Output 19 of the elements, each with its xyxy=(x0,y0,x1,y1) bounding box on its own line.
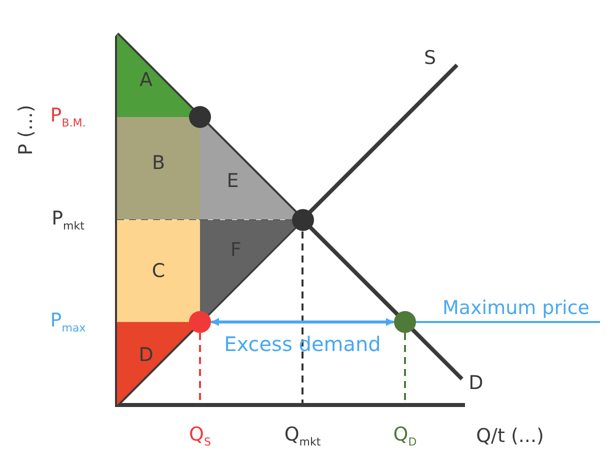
quantity-label: Q$_{S}$ xyxy=(189,424,211,448)
area-letter: E xyxy=(226,170,239,192)
axis-title: P (...) xyxy=(15,104,37,156)
line-label: Maximum price xyxy=(442,297,590,319)
price-label: P$_{mkt}$ xyxy=(52,207,84,232)
point-dot xyxy=(394,311,416,333)
area-letter: B xyxy=(152,152,166,174)
area-letter: D xyxy=(138,344,154,366)
quantity-label: Q$_{mkt}$ xyxy=(284,424,321,448)
edge-label: Excess demand xyxy=(224,332,381,356)
curve-label: D xyxy=(468,372,484,394)
axis-title: Q/t (...) xyxy=(476,425,544,447)
price-label: P$_{B.M.}$ xyxy=(50,104,86,130)
double-arrow xyxy=(211,318,394,326)
price-label: P$_{max}$ xyxy=(50,310,86,334)
curve-label: S xyxy=(424,47,436,69)
area-letter: C xyxy=(152,260,166,282)
area-letter: A xyxy=(140,68,153,91)
quantity-label: Q$_{D}$ xyxy=(393,424,417,448)
